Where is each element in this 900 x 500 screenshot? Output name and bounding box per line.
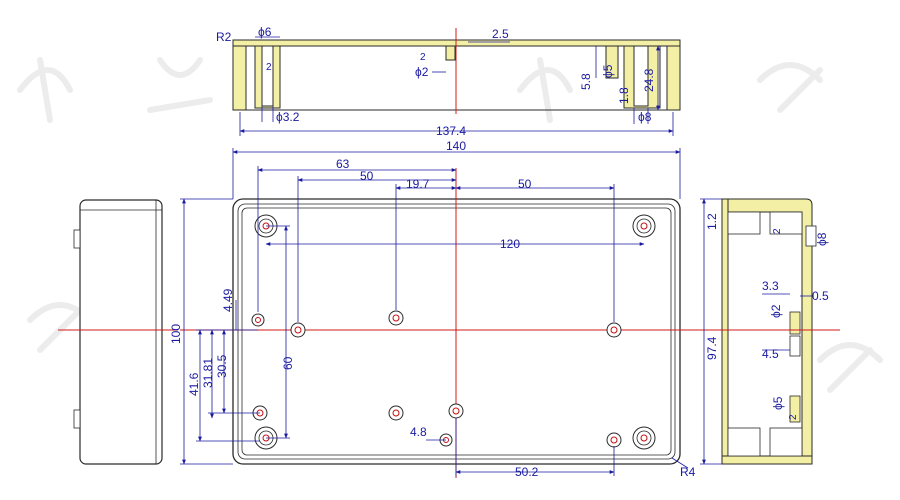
dim-4-49: 4.49	[221, 288, 235, 312]
dim-dia5: ϕ5	[601, 64, 615, 78]
right-section-view: 97.4 1.2 2 ϕ8 3.3 ϕ2 0.5 4.5 ϕ5 2	[700, 198, 840, 465]
plan-view: 140 63 50 19.7 50 120 100 4.49 60 41.6 3…	[169, 139, 760, 479]
dim-0-5: 0.5	[812, 289, 829, 303]
dim-50-right: 50	[518, 177, 532, 191]
right-boss-a	[605, 45, 619, 79]
right-post-hole	[633, 45, 649, 107]
dim-5-8: 5.8	[579, 73, 593, 90]
dim-4-5: 4.5	[762, 347, 779, 361]
dim-1-8: 1.8	[617, 87, 631, 104]
dim-1-2: 1.2	[705, 213, 719, 230]
dim-dia5-right: ϕ5	[771, 396, 785, 410]
dim-r2-center: 2	[420, 52, 426, 63]
center-boss	[445, 45, 456, 61]
dim-140: 140	[446, 139, 466, 153]
dim-50-left: 50	[360, 169, 374, 183]
dim-60: 60	[281, 356, 295, 370]
dim-r2-post: 2	[266, 62, 272, 73]
left-post-hole	[261, 45, 274, 107]
dim-50-2: 50.2	[515, 465, 539, 479]
dim-dia2-right: ϕ2	[769, 304, 783, 318]
left-wall-fill	[232, 45, 247, 111]
dim-2-5: 2.5	[492, 27, 509, 41]
dim-30-5: 30.5	[215, 354, 229, 378]
dim-dia6: ϕ6	[258, 25, 272, 39]
dim-dia2-center: ϕ2	[415, 65, 429, 79]
dim-dia8-right: ϕ8	[815, 232, 829, 246]
dim-97-4: 97.4	[705, 336, 719, 360]
right-section-bottom	[721, 455, 813, 465]
corner-bosses	[254, 214, 656, 450]
dim-63: 63	[336, 157, 350, 171]
left-side-view	[58, 199, 178, 465]
dim-24-8: 24.8	[642, 68, 656, 92]
dim-120: 120	[500, 237, 520, 251]
mounting-bosses	[251, 310, 622, 448]
dim-41-6: 41.6	[187, 372, 201, 396]
dim-r4: R4	[680, 465, 696, 479]
dim-dia8: ϕ8	[638, 110, 652, 124]
dim-19-7: 19.7	[406, 177, 430, 191]
right-section-left-wall	[721, 198, 729, 465]
dim-100: 100	[169, 324, 183, 344]
dim-r2-right: 2	[772, 228, 783, 234]
dim-4-8: 4.8	[410, 425, 427, 439]
dim-3-3: 3.3	[762, 279, 779, 293]
dim-r2-corner: R2	[216, 30, 232, 44]
right-wall-fill	[666, 45, 681, 111]
dim-r2-right-lower: 2	[788, 414, 799, 420]
dim-137-4: 137.4	[436, 124, 466, 138]
dim-dia3-2: ϕ3.2	[276, 110, 300, 124]
dim-31-81: 31.81	[201, 358, 215, 388]
top-section-view: R2 ϕ6 2 2 ϕ2 2.5 5.8 ϕ5 1.8 24.8 ϕ3.2 13…	[216, 25, 681, 138]
